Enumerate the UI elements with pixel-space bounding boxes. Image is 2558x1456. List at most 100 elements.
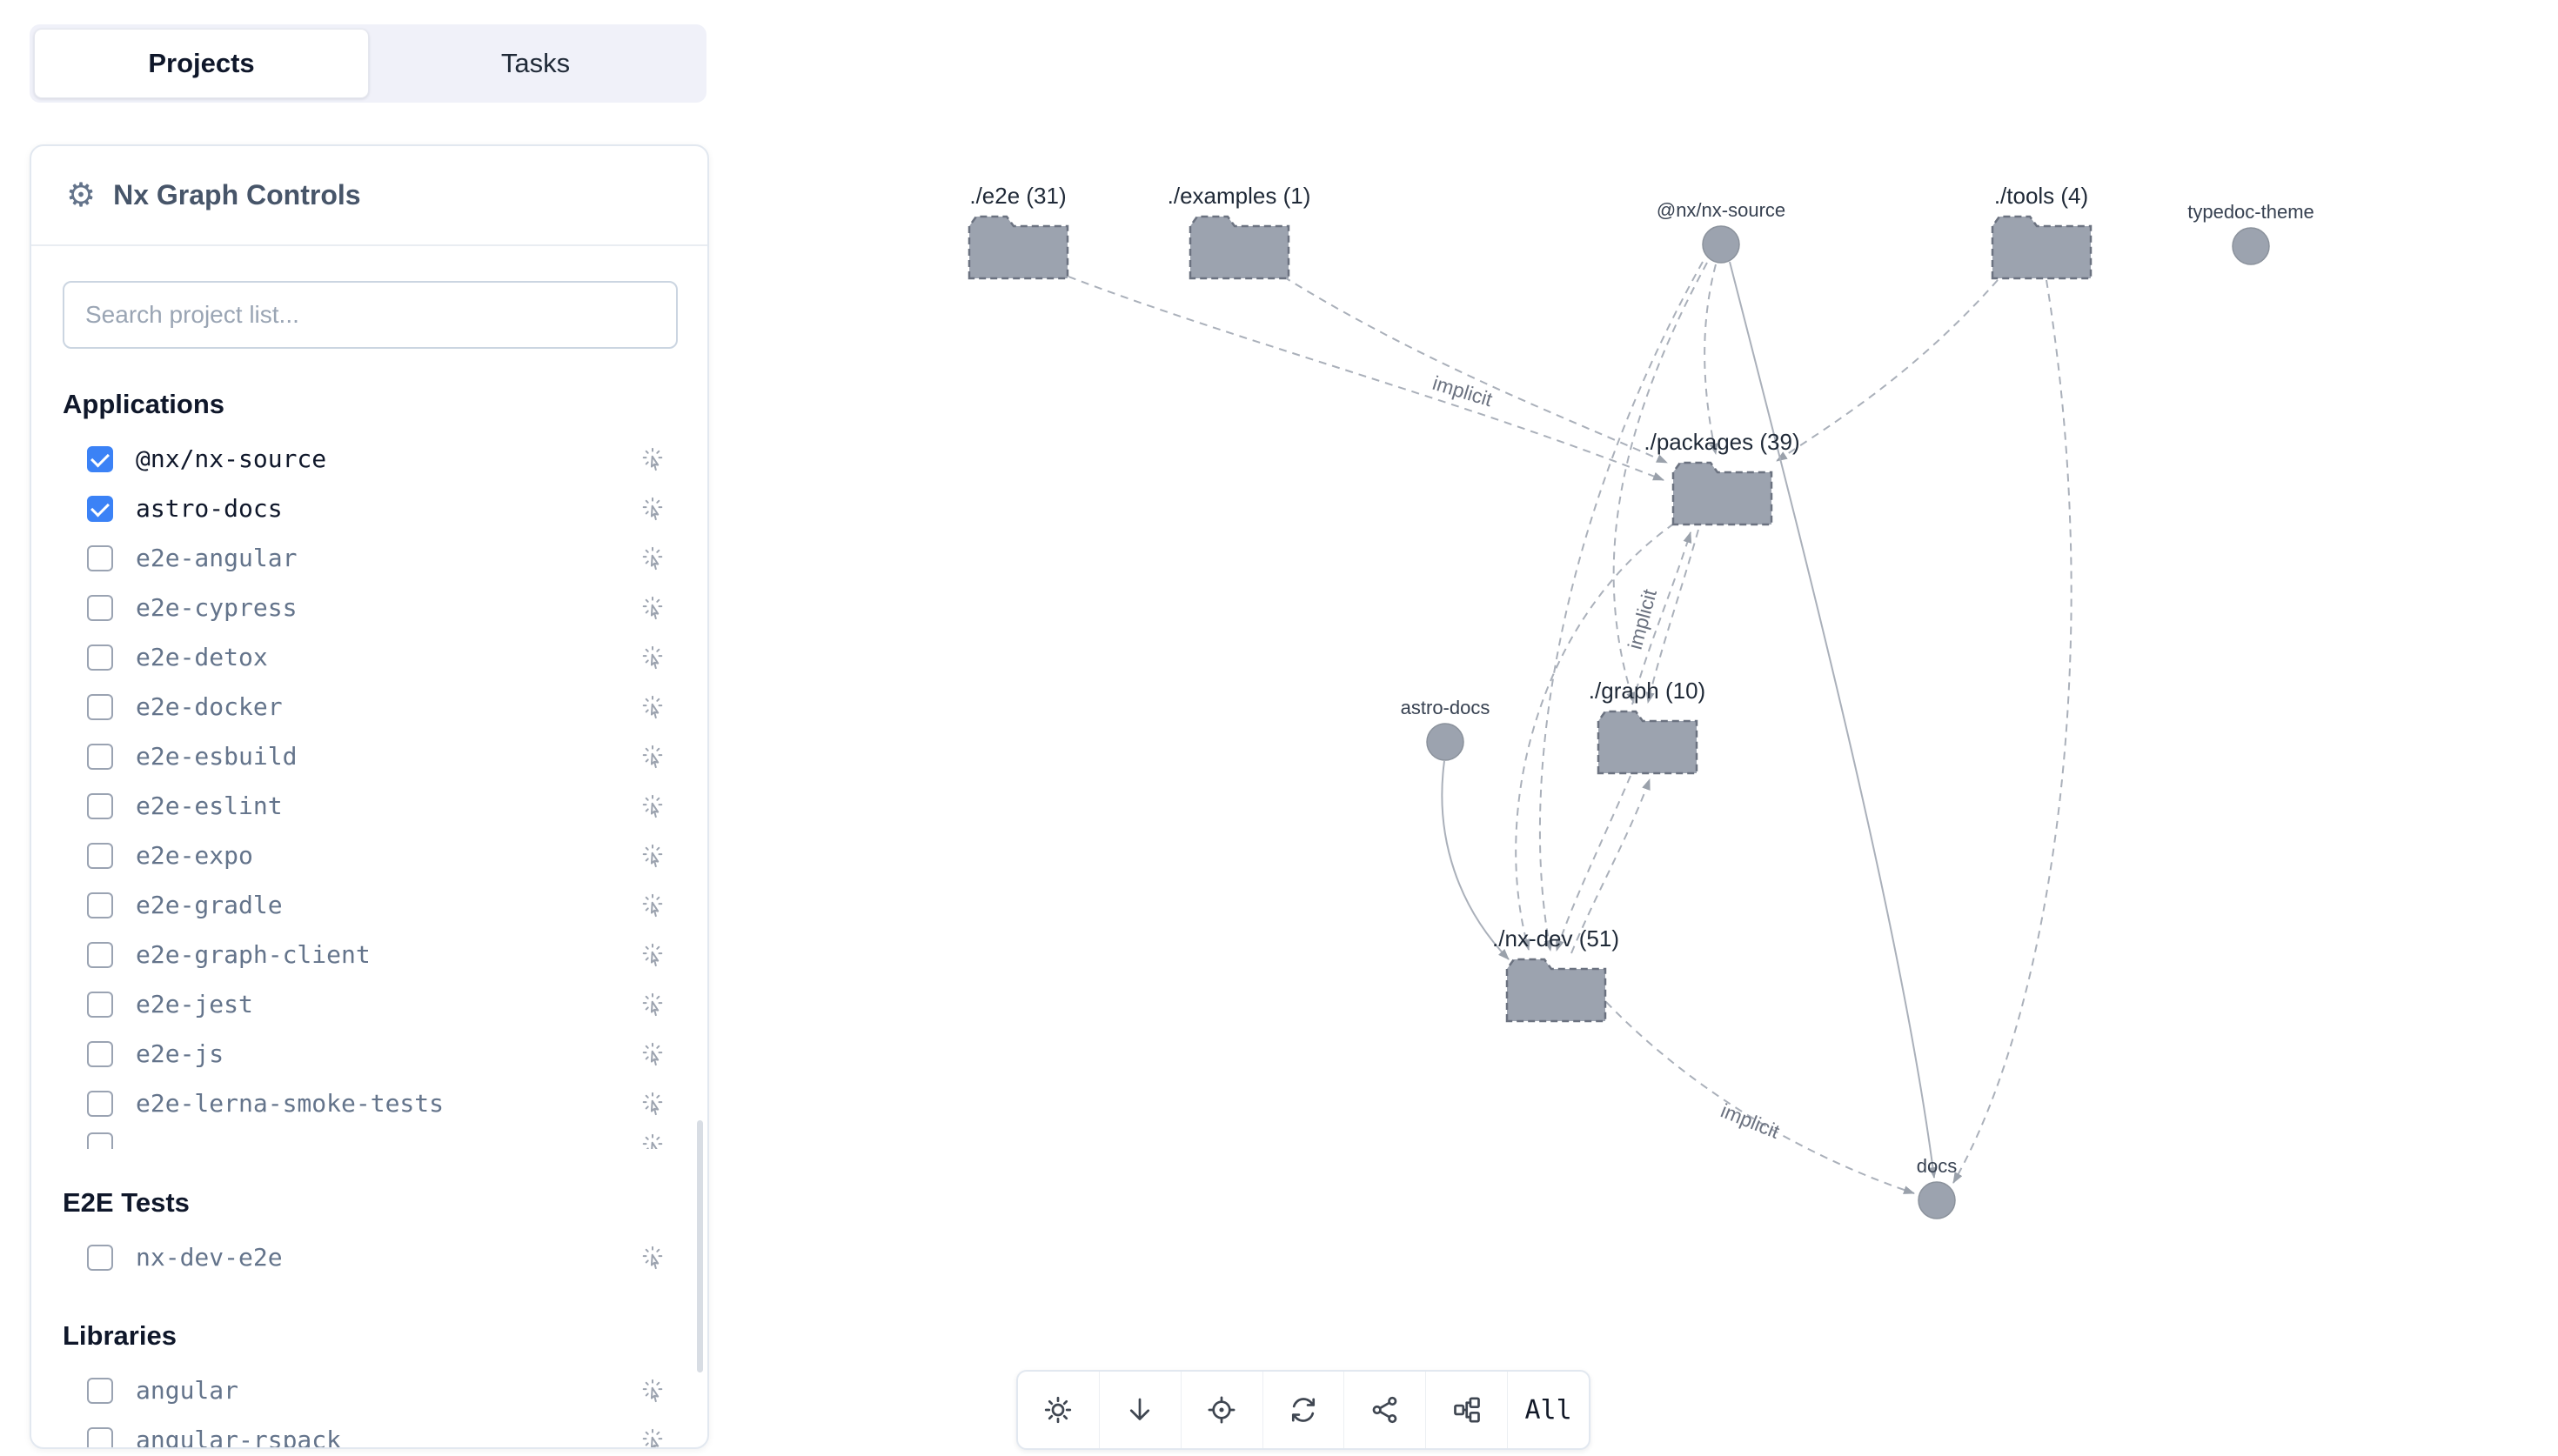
- focus-project-icon[interactable]: [640, 496, 666, 522]
- focus-project-icon[interactable]: [640, 1041, 666, 1067]
- focus-project-icon[interactable]: [640, 942, 666, 968]
- folder-label: ./e2e (31): [969, 183, 1066, 209]
- project-row[interactable]: e2e-expo: [63, 831, 678, 880]
- folder-label: ./packages (39): [1644, 429, 1799, 455]
- project-node-nx-nx-source[interactable]: @nx/nx-source: [1657, 199, 1785, 264]
- show-all-button[interactable]: All: [1507, 1372, 1589, 1448]
- tab-projects[interactable]: Projects: [34, 29, 369, 98]
- project-row[interactable]: e2e-docker: [63, 682, 678, 731]
- theme-button[interactable]: [1018, 1372, 1099, 1448]
- project-checkbox[interactable]: [87, 941, 113, 968]
- edge-nx-nx-source-to-docs: [1729, 261, 1938, 1179]
- download-icon: [1130, 1398, 1150, 1420]
- project-name: e2e-angular: [136, 544, 298, 572]
- tab-tasks[interactable]: Tasks: [500, 48, 571, 78]
- project-name: e2e-expo: [136, 841, 253, 870]
- project-node-label: @nx/nx-source: [1657, 199, 1785, 221]
- focus-project-icon[interactable]: [640, 694, 666, 720]
- project-row[interactable]: [63, 1128, 678, 1149]
- project-row[interactable]: e2e-eslint: [63, 781, 678, 831]
- edge-nx-nx-source-to-nx-dev: [1538, 261, 1704, 952]
- project-checkbox[interactable]: [87, 445, 113, 472]
- project-checkbox[interactable]: [87, 495, 113, 522]
- project-row[interactable]: e2e-detox: [63, 632, 678, 682]
- focus-project-icon[interactable]: [640, 595, 666, 621]
- project-node-astro-docs[interactable]: astro-docs: [1401, 697, 1490, 761]
- project-row[interactable]: @nx/nx-source: [63, 434, 678, 484]
- project-name: astro-docs: [136, 494, 283, 523]
- folder-node-tools[interactable]: ./tools (4): [1991, 183, 2093, 280]
- project-name: e2e-eslint: [136, 791, 283, 820]
- project-row[interactable]: e2e-angular: [63, 533, 678, 583]
- project-row[interactable]: angular-rspack: [63, 1415, 678, 1450]
- folder-node-examples[interactable]: ./examples (1): [1168, 183, 1311, 280]
- focus-button[interactable]: [1180, 1372, 1262, 1448]
- project-row[interactable]: e2e-jest: [63, 979, 678, 1029]
- share-button[interactable]: [1343, 1372, 1425, 1448]
- focus-project-icon[interactable]: [640, 1245, 666, 1271]
- project-row[interactable]: e2e-gradle: [63, 880, 678, 930]
- edge-label: implicit: [1624, 586, 1661, 651]
- project-checkbox[interactable]: [87, 1132, 113, 1149]
- focus-project-icon[interactable]: [640, 992, 666, 1018]
- project-row[interactable]: e2e-esbuild: [63, 731, 678, 781]
- project-row[interactable]: e2e-lerna-smoke-tests: [63, 1079, 678, 1128]
- layout-button[interactable]: [1425, 1372, 1507, 1448]
- focus-project-icon[interactable]: [640, 744, 666, 770]
- edge-examples-to-packages: [1282, 276, 1668, 464]
- project-checkbox[interactable]: [87, 544, 113, 571]
- project-checkbox[interactable]: [87, 991, 113, 1018]
- project-checkbox[interactable]: [87, 1090, 113, 1117]
- project-row[interactable]: nx-dev-e2e: [63, 1232, 678, 1282]
- project-row[interactable]: e2e-graph-client: [63, 930, 678, 979]
- project-checkbox[interactable]: [87, 842, 113, 869]
- project-checkbox[interactable]: [87, 792, 113, 819]
- edge-tools-to-packages: [1776, 279, 1999, 462]
- folder-label: ./nx-dev (51): [1492, 925, 1619, 952]
- project-checkbox[interactable]: [87, 1244, 113, 1271]
- project-list: Applications @nx/nx-source astro-docs e2…: [63, 389, 678, 1450]
- focus-project-icon[interactable]: [640, 793, 666, 819]
- project-node-docs[interactable]: docs: [1917, 1155, 1957, 1219]
- project-checkbox[interactable]: [87, 594, 113, 621]
- folder-label: ./graph (10): [1589, 678, 1705, 704]
- focus-project-icon[interactable]: [640, 843, 666, 869]
- section-heading: E2E Tests: [63, 1187, 190, 1218]
- project-checkbox[interactable]: [87, 892, 113, 918]
- project-checkbox[interactable]: [87, 1377, 113, 1404]
- search-input[interactable]: [63, 281, 678, 349]
- focus-project-icon[interactable]: [640, 1427, 666, 1450]
- project-row[interactable]: e2e-cypress: [63, 583, 678, 632]
- focus-project-icon[interactable]: [640, 1378, 666, 1404]
- focus-project-icon[interactable]: [640, 1091, 666, 1117]
- project-checkbox[interactable]: [87, 644, 113, 671]
- project-checkbox[interactable]: [87, 1040, 113, 1067]
- focus-project-icon[interactable]: [640, 545, 666, 571]
- download-button[interactable]: [1098, 1372, 1181, 1448]
- focus-project-icon[interactable]: [640, 1132, 666, 1149]
- edge-label: implicit: [1718, 1099, 1783, 1144]
- folder-node-nx-dev[interactable]: ./nx-dev (51): [1492, 925, 1619, 1023]
- project-checkbox[interactable]: [87, 743, 113, 770]
- scrollbar-thumb[interactable]: [697, 1120, 703, 1373]
- focus-project-icon[interactable]: [640, 446, 666, 472]
- reset-layout-button[interactable]: [1262, 1372, 1344, 1448]
- section-list: nx-dev-e2e: [63, 1232, 678, 1282]
- section-heading: Applications: [63, 389, 225, 419]
- focus-project-icon[interactable]: [640, 892, 666, 918]
- project-node-label: astro-docs: [1401, 697, 1490, 718]
- project-row[interactable]: astro-docs: [63, 484, 678, 533]
- focus-project-icon[interactable]: [640, 645, 666, 671]
- project-name: e2e-graph-client: [136, 940, 371, 969]
- project-row[interactable]: angular: [63, 1366, 678, 1415]
- project-checkbox[interactable]: [87, 1426, 113, 1447]
- folder-node-e2e[interactable]: ./e2e (31): [968, 183, 1069, 280]
- project-name: e2e-detox: [136, 643, 268, 671]
- project-node-typedoc-theme[interactable]: typedoc-theme: [2187, 201, 2314, 265]
- folder-node-packages[interactable]: ./packages (39): [1644, 429, 1800, 526]
- project-checkbox[interactable]: [87, 693, 113, 720]
- edge-nx-dev-to-graph: [1570, 778, 1651, 954]
- project-row[interactable]: e2e-js: [63, 1029, 678, 1079]
- folder-node-graph[interactable]: ./graph (10): [1589, 678, 1705, 775]
